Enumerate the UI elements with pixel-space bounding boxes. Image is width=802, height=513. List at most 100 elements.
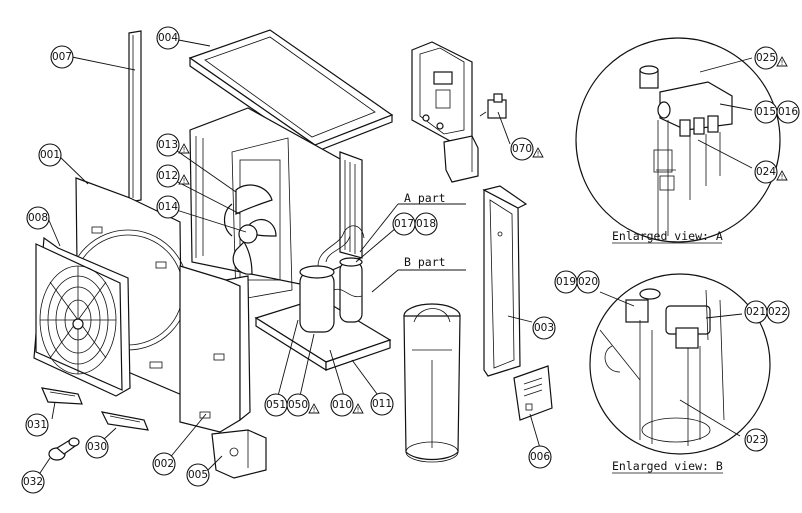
- b-part-label: B part: [404, 255, 446, 269]
- part-control-box: [411, 41, 473, 143]
- part-filter-cylinder: [403, 303, 461, 463]
- callout-number: 013: [158, 139, 178, 151]
- part-030-handle: [100, 411, 149, 431]
- callout-020: 020: [576, 270, 600, 294]
- callout-005: 005: [186, 463, 210, 487]
- callout-011: 011: [370, 392, 394, 416]
- callout-number: 070: [512, 143, 532, 155]
- callout-number: 032: [23, 476, 43, 488]
- callout-010: 010!: [330, 393, 364, 417]
- part-002-side-panel: [179, 265, 251, 433]
- part-005-corner-cover: [211, 429, 267, 479]
- callout-circle: [370, 392, 394, 416]
- callout-circle: [152, 452, 176, 476]
- callout-number: 019: [556, 276, 576, 288]
- a-part-label: A part: [404, 191, 446, 205]
- callout-016: 016: [776, 100, 800, 124]
- callout-circle: [744, 428, 768, 452]
- callout-050: 050!: [286, 393, 320, 417]
- warning-triangle-icon: [308, 403, 320, 414]
- callout-layer: 001002003004005006007008010!011012!013!0…: [21, 26, 800, 494]
- callout-circle: [38, 143, 62, 167]
- callout-number: 003: [534, 322, 554, 334]
- callout-019: 019: [554, 270, 578, 294]
- callout-021: 021: [744, 300, 768, 324]
- callout-circle: [21, 470, 45, 494]
- callout-012: 012!: [156, 164, 190, 188]
- callout-number: 050: [288, 399, 308, 411]
- callout-004: 004: [156, 26, 180, 50]
- callout-070: 070!: [510, 137, 544, 161]
- warning-triangle-icon: [776, 170, 788, 181]
- warning-triangle-icon: [532, 147, 544, 158]
- callout-014: 014: [156, 195, 180, 219]
- callout-number: 017: [394, 218, 414, 230]
- callout-number: 018: [416, 218, 436, 230]
- callout-006: 006: [528, 445, 552, 469]
- callout-number: 005: [188, 469, 208, 481]
- part-031-handle: [41, 387, 83, 405]
- callout-051: 051: [264, 393, 288, 417]
- callout-circle: [576, 270, 600, 294]
- callout-013: 013!: [156, 133, 190, 157]
- callout-number: 006: [530, 451, 550, 463]
- callout-number: 022: [768, 306, 788, 318]
- enlarged-view-b-label: Enlarged view: B: [612, 459, 723, 473]
- callout-024: 024!: [754, 160, 788, 184]
- warning-triangle-icon: [178, 143, 190, 154]
- callout-022: 022: [766, 300, 790, 324]
- warning-mark: !: [537, 150, 540, 158]
- callout-number: 015: [756, 106, 776, 118]
- callout-circle: [532, 316, 556, 340]
- callout-018: 018: [414, 212, 438, 236]
- callout-number: 004: [158, 32, 178, 44]
- callout-circle: [766, 300, 790, 324]
- callout-circle: [156, 164, 180, 188]
- warning-mark: !: [781, 59, 784, 67]
- callout-031: 031: [25, 413, 49, 437]
- enlarged-view-a: [575, 37, 781, 243]
- enlarged-view-b: [589, 273, 771, 455]
- callout-number: 012: [158, 170, 178, 182]
- part-coil: [339, 151, 363, 259]
- callout-circle: [156, 195, 180, 219]
- callout-number: 051: [266, 399, 286, 411]
- part-fan-assembly: [223, 184, 277, 275]
- part-008-fan-grille: [33, 236, 131, 397]
- callout-circle: [510, 137, 534, 161]
- callout-number: 002: [154, 458, 174, 470]
- callout-number: 020: [578, 276, 598, 288]
- callout-circle: [754, 46, 778, 70]
- part-006-cover: [513, 365, 553, 421]
- warning-triangle-icon: [776, 56, 788, 67]
- callout-number: 016: [778, 106, 798, 118]
- callout-number: 025: [756, 52, 776, 64]
- callout-circle: [776, 100, 800, 124]
- part-control-box-cover: [443, 135, 479, 183]
- callout-number: 001: [40, 149, 60, 161]
- callout-030: 030: [85, 435, 109, 459]
- leader-lines: [37, 37, 753, 477]
- callout-032: 032: [21, 470, 45, 494]
- callout-circle: [186, 463, 210, 487]
- warning-mark: !: [313, 406, 316, 414]
- callout-number: 023: [746, 434, 766, 446]
- part-070-reactor: [479, 93, 507, 119]
- part-032-fitting: [48, 437, 80, 461]
- warning-mark: !: [357, 406, 360, 414]
- warning-triangle-icon: [178, 174, 190, 185]
- warning-mark: !: [781, 173, 784, 181]
- part-010-compressor: [299, 225, 365, 333]
- callout-number: 007: [52, 51, 72, 63]
- part-003-side-panel: [482, 185, 528, 377]
- callout-number: 030: [87, 441, 107, 453]
- callout-number: 024: [756, 166, 776, 178]
- warning-mark: !: [183, 177, 186, 185]
- callout-number: 008: [28, 212, 48, 224]
- callout-023: 023: [744, 428, 768, 452]
- callout-003: 003: [532, 316, 556, 340]
- callout-001: 001: [38, 143, 62, 167]
- warning-mark: !: [183, 146, 186, 154]
